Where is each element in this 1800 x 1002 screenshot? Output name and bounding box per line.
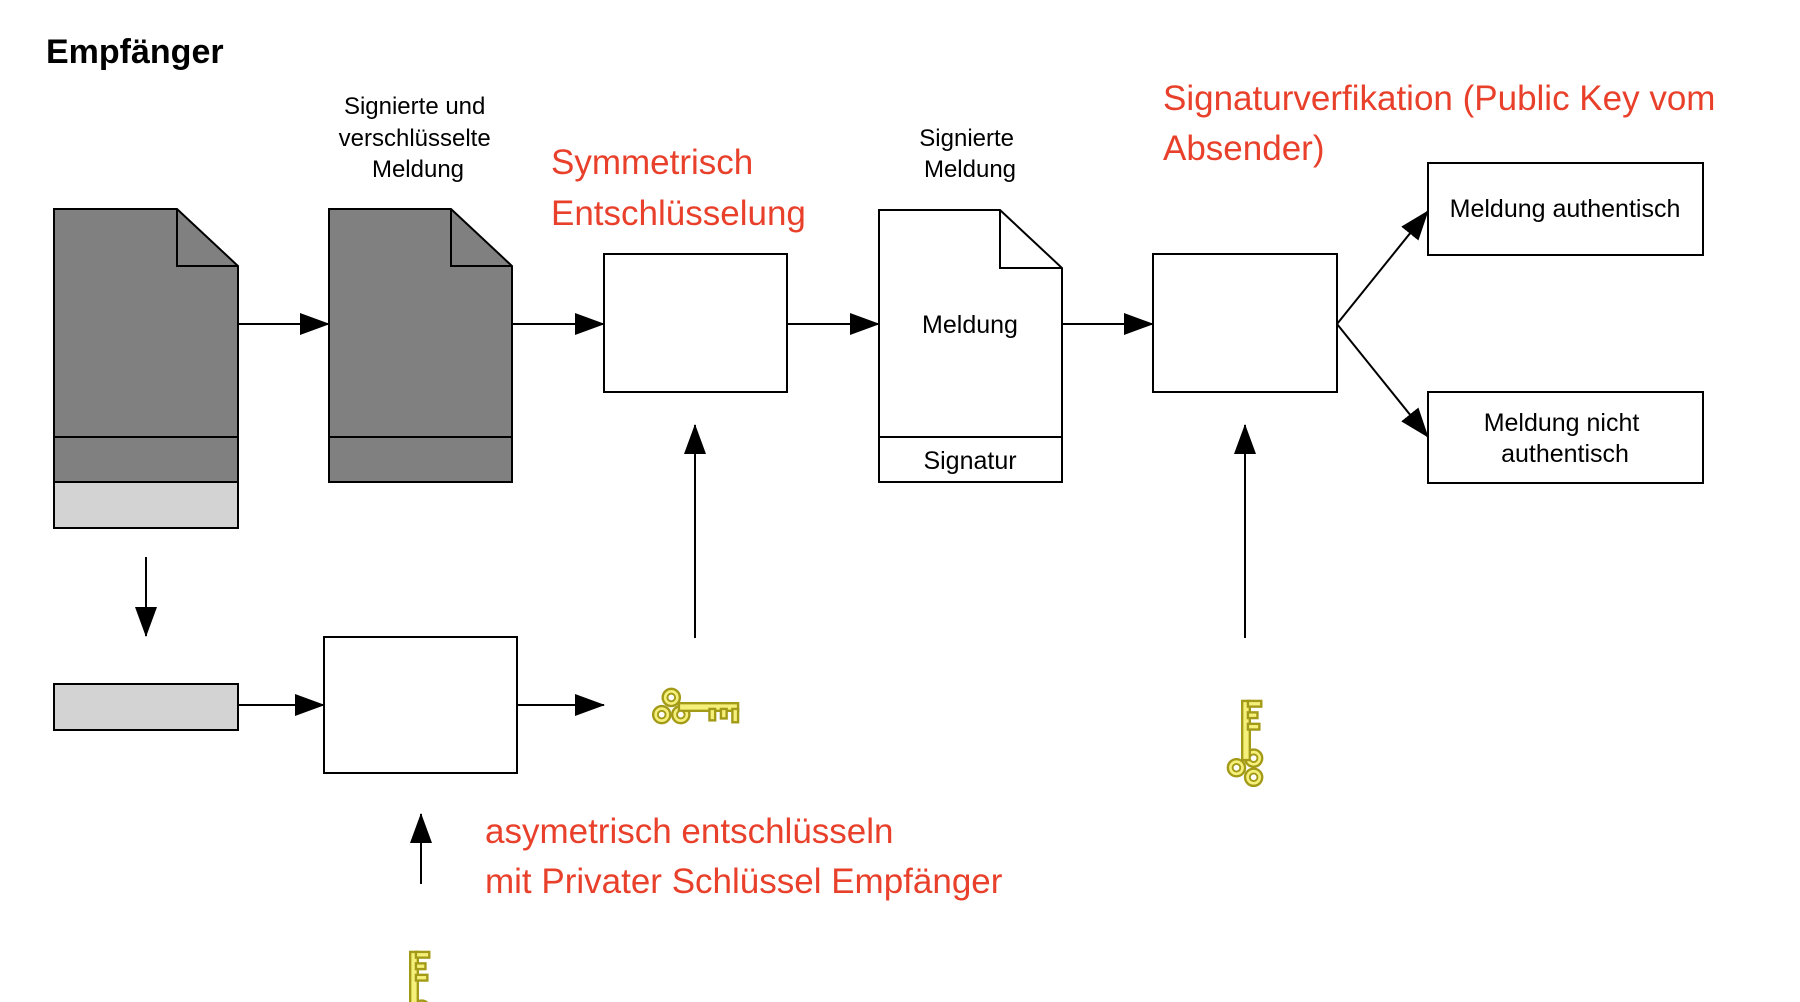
- not-authentic-label: Meldung nicht authentisch: [1484, 409, 1647, 468]
- authentic-arrow: [1336, 210, 1429, 325]
- symmetric-decryption-box: [603, 253, 788, 393]
- key-icon: [651, 687, 740, 725]
- signed-message-label: Signierte Meldung: [919, 125, 1020, 183]
- not-authentic-box: [1427, 391, 1704, 484]
- signature-label: Signatur: [923, 447, 1016, 475]
- signed-encrypted-document: [328, 208, 513, 483]
- symmetric-decryption-label: Symmetrisch Entschlüsselung: [551, 143, 806, 233]
- signature-verification-label: Signaturverfikation (Public Key vom Abse…: [1163, 79, 1725, 168]
- not-authentic-arrow: [1336, 323, 1429, 438]
- authentic-box: [1427, 162, 1704, 256]
- page-title: Empfänger: [46, 33, 224, 71]
- asymmetric-decryption-box: [323, 636, 518, 774]
- encrypted-document-with-key: [53, 208, 239, 529]
- signed-encrypted-label: Signierte und verschlüsselte Meldung: [339, 93, 498, 183]
- encrypted-key-bar: [53, 683, 239, 731]
- key-icon: [1226, 699, 1264, 788]
- signature-verification-box: [1152, 253, 1338, 393]
- authentic-label: Meldung authentisch: [1450, 195, 1681, 223]
- asymmetric-decryption-label: asymetrisch entschlüsseln mit Privater S…: [485, 812, 1003, 901]
- message-label: Meldung: [922, 311, 1018, 339]
- signed-message-document: [878, 209, 1063, 483]
- key-icon: [394, 950, 432, 1002]
